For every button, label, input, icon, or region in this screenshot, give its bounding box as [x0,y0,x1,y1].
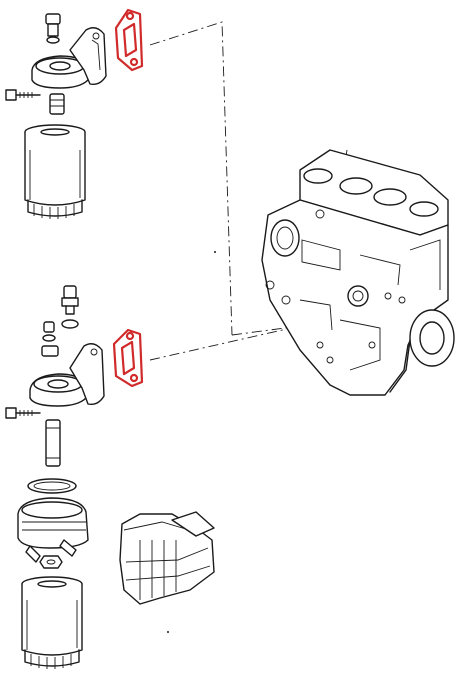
oil-pressure-switch [61,285,79,329]
oil-cooler [17,478,89,569]
gasket-lower-highlighted[interactable] [112,328,144,388]
gasket-upper-highlighted[interactable] [114,8,144,72]
engine-block [261,149,455,396]
scan-dots [167,251,216,633]
oil-filter-upper [24,124,86,219]
oil-filter-lower [21,576,83,669]
oil-filter-bracket-lower [5,321,105,467]
heat-shield [119,511,215,605]
oil-filter-bracket-upper [5,13,107,115]
